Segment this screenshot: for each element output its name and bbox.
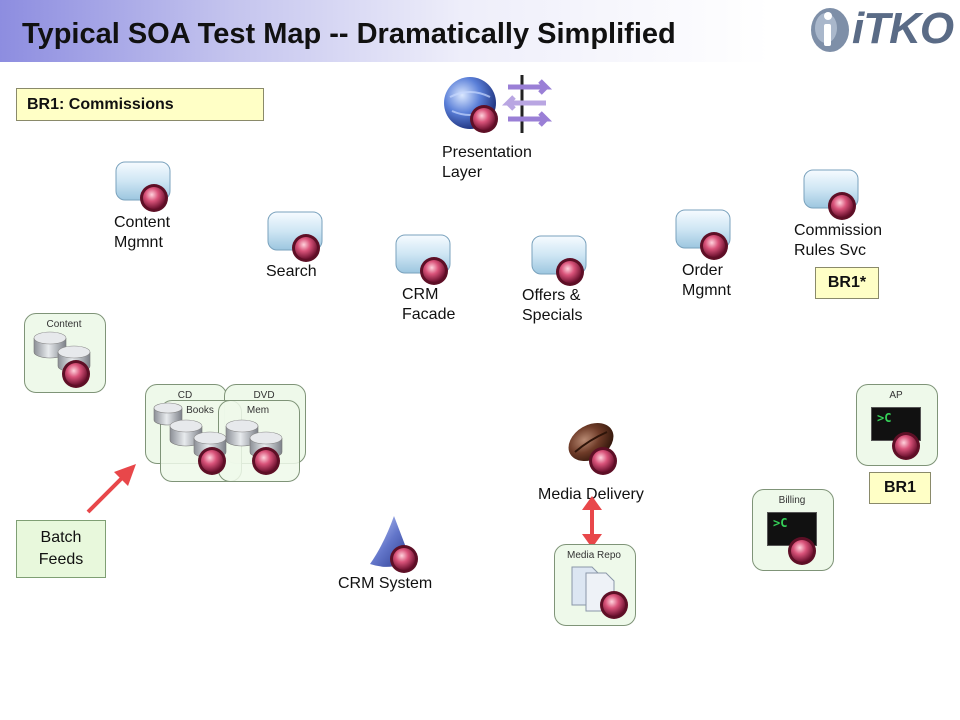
page-title: Typical SOA Test Map -- Dramatically Sim… (22, 18, 676, 50)
commission-rules-label: Commission Rules Svc (794, 222, 883, 259)
crm-pyramid-icon (370, 516, 418, 573)
itko-logo (808, 4, 958, 56)
globe-arrows-icon (444, 75, 553, 133)
service-tile-icon (531, 235, 587, 286)
presentation-layer-label: Presentation Layer (442, 144, 532, 181)
logo-text: iTKO (852, 4, 954, 53)
badge-icon (891, 431, 921, 466)
service-tile-icon (267, 211, 323, 262)
search-service[interactable] (266, 210, 326, 266)
badge-icon (787, 536, 817, 571)
header-band (0, 0, 770, 62)
presentation-layer-node[interactable] (442, 73, 553, 135)
media-delivery-node[interactable] (565, 420, 625, 480)
batch-feeds-box: Batch Feeds (16, 520, 106, 578)
coffee-bean-icon (568, 423, 617, 475)
content-mgmnt-service[interactable] (114, 160, 174, 216)
database-cylinders-icon (30, 330, 100, 395)
documents-icon (568, 563, 628, 626)
crm-system-node[interactable] (366, 514, 422, 576)
commission-rules-service[interactable] (802, 168, 862, 224)
dvd-db-label: DVD (253, 390, 275, 401)
service-tile-icon (675, 209, 731, 260)
crm-facade-service[interactable] (394, 233, 454, 289)
content-db-label: Content (46, 319, 82, 330)
billing-panel-label: Billing (778, 495, 806, 506)
service-tile-icon (115, 161, 171, 212)
order-mgmnt-label: Order Mgmnt (682, 262, 731, 299)
media-delivery-label: Media Delivery (538, 486, 644, 503)
business-rule-box: BR1: Commissions (16, 88, 264, 121)
content-mgmnt-label: Content Mgmnt (114, 214, 171, 251)
service-tile-icon (395, 234, 451, 285)
logo-mark-icon (811, 8, 849, 52)
terminal-prompt: >C (773, 516, 788, 530)
database-cylinders-icon (152, 400, 312, 485)
br1-star-box: BR1* (815, 267, 879, 299)
batch-feed-arrow-icon (84, 458, 144, 523)
crm-facade-label: CRM Facade (402, 286, 456, 323)
search-label: Search (266, 263, 317, 280)
media-repo-label: Media Repo (567, 550, 621, 561)
offers-specials-service[interactable] (530, 234, 590, 290)
books-db-label: Books (186, 405, 214, 416)
br1-box: BR1 (869, 472, 931, 504)
cd-db-label: CD (177, 390, 193, 401)
crm-system-label: CRM System (338, 575, 433, 592)
ap-panel-label: AP (889, 390, 903, 401)
offers-specials-label: Offers & Specials (522, 287, 583, 324)
sync-arrow-icon (580, 496, 604, 553)
service-tile-icon (803, 169, 859, 220)
terminal-prompt: >C (877, 411, 892, 425)
mem-db-label: Mem (246, 405, 270, 416)
order-mgmnt-service[interactable] (674, 208, 734, 264)
